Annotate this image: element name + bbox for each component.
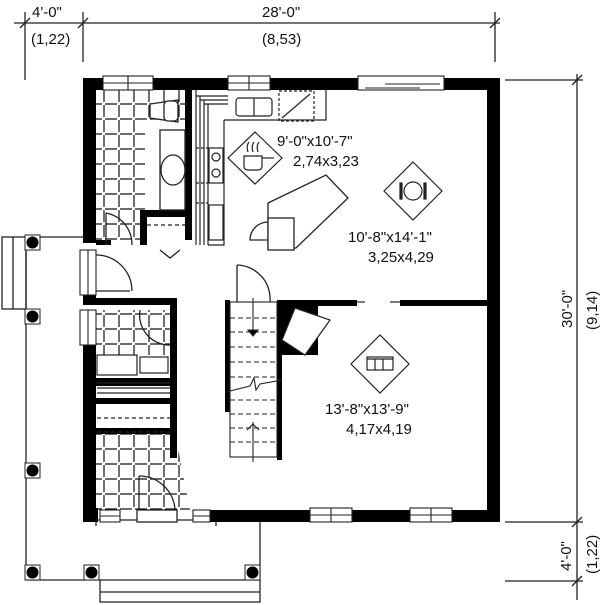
room-kitchen: 9'-0"x10'-7" 2,74x3,23 [277, 133, 359, 170]
dim-top-left-imperial: 4'-0" [32, 4, 62, 21]
dimension-lines [14, 12, 583, 600]
sofa-icon [350, 334, 410, 394]
front-porch [1, 236, 261, 603]
dim-top-main-metric: (8,53) [262, 31, 301, 48]
kitchen-island [249, 174, 349, 251]
staircase[interactable] [225, 298, 283, 462]
dim-right-bottom-imperial: 4'-0" [558, 541, 575, 571]
interior-doors[interactable] [95, 212, 271, 346]
dining-dimensions-metric: 3,25x4,29 [368, 249, 434, 266]
kitchen-dimensions-metric: 2,74x3,23 [293, 153, 359, 170]
porch-columns [24, 234, 261, 581]
kitchen-dimensions-imperial: 9'-0"x10'-7" [277, 133, 353, 150]
room-living: 13'-8"x13'-9" 4,17x4,19 [325, 401, 412, 438]
living-dimensions-imperial: 13'-8"x13'-9" [325, 401, 409, 418]
room-dining: 10'-8"x14'-1" 3,25x4,29 [348, 229, 434, 266]
windows [79, 75, 453, 523]
front-door[interactable] [136, 475, 178, 523]
cooking-pot-icon [227, 131, 283, 185]
dim-right-main-metric: (9,14) [584, 291, 600, 330]
fireplace [281, 307, 331, 356]
tiled-floors [95, 90, 190, 510]
laundry-fixtures [96, 354, 175, 433]
kitchen-counters [195, 90, 327, 246]
plate-cutlery-icon [383, 161, 443, 221]
dim-right-bottom-metric: (1,22) [584, 535, 600, 574]
bathroom-fixtures [149, 99, 186, 211]
dim-right-main-imperial: 30'-0" [559, 290, 576, 328]
dim-top-left-metric: (1,22) [31, 31, 70, 48]
dining-dimensions-imperial: 10'-8"x14'-1" [348, 229, 432, 246]
dim-top-main-imperial: 28'-0" [262, 4, 300, 21]
living-dimensions-metric: 4,17x4,19 [346, 421, 412, 438]
